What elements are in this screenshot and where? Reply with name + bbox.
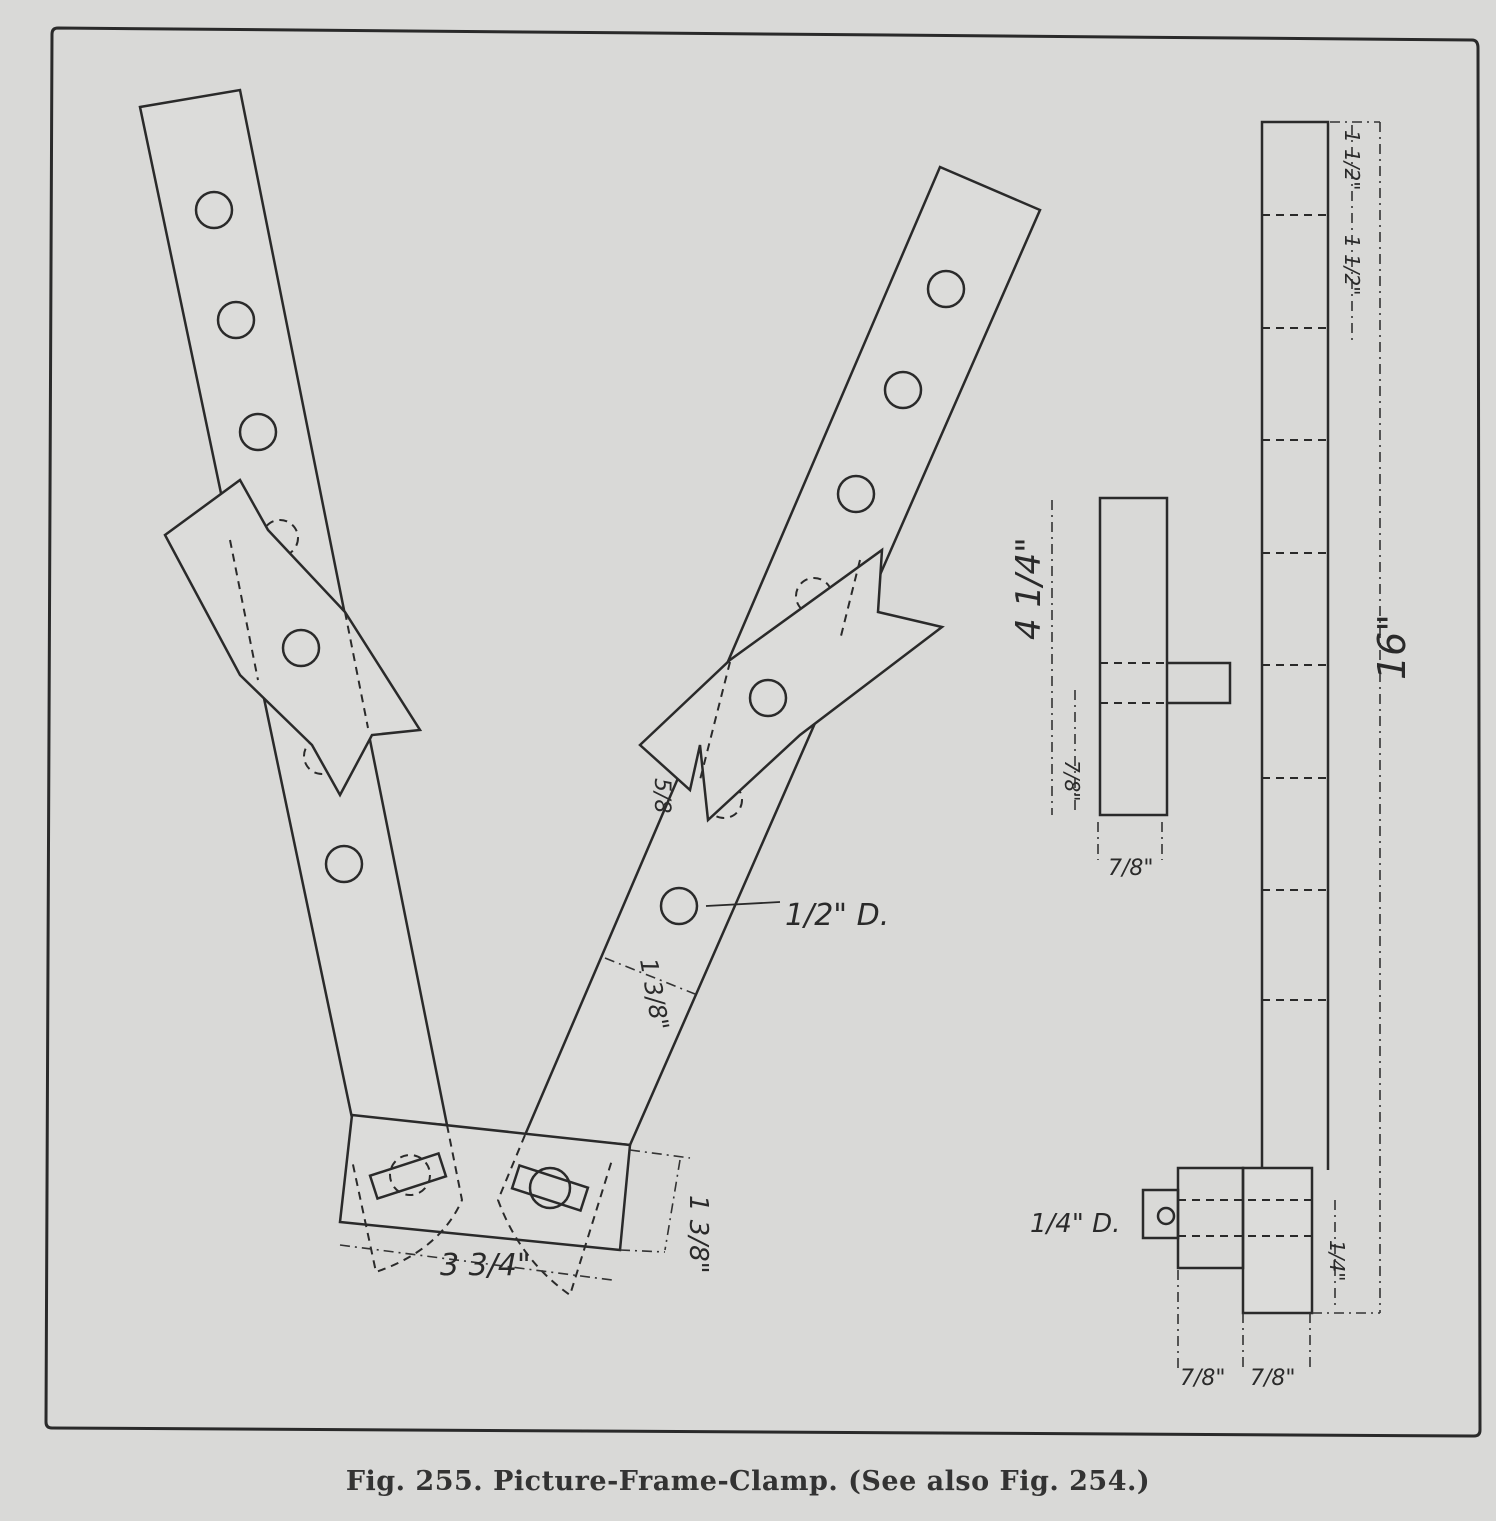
figure-border [44,26,1482,1438]
bar-spacing-second-label: 1 1/2" [1340,235,1364,295]
jaw-thickness-label: 7/8" [1108,856,1154,881]
bar-thickness-label: 7/8" [1250,1366,1296,1391]
base-length-label: 3 3/4" [440,1248,531,1283]
right-clip [638,547,945,823]
base-plate [338,957,696,1297]
hole-leader-arrow [705,901,781,907]
base-width-label: 1 3/8" [683,1195,713,1274]
bar-length-label: 16" [1370,614,1414,680]
pin-diameter-label: 1/4" D. [1030,1209,1120,1239]
jaw-piece [1051,496,1232,860]
block-thickness-label: 7/8" [1180,1366,1226,1391]
figure-caption: Fig. 255. Picture-Frame-Clamp. (See also… [345,1466,1151,1497]
bar-spacing-top-label: 1 1/2" [1340,130,1364,190]
long-bar [1141,120,1381,1370]
jaw-height-label: 4 1/4" [1009,537,1049,640]
left-clip [163,478,423,798]
clip-offset-label: 5/8 [649,778,674,813]
jaw-peg-offset-label: 7/8" [1060,760,1084,801]
bar-end-offset-label: 1/4" [1325,1240,1349,1281]
hole-diameter-label: 1/2" D. [785,898,889,933]
